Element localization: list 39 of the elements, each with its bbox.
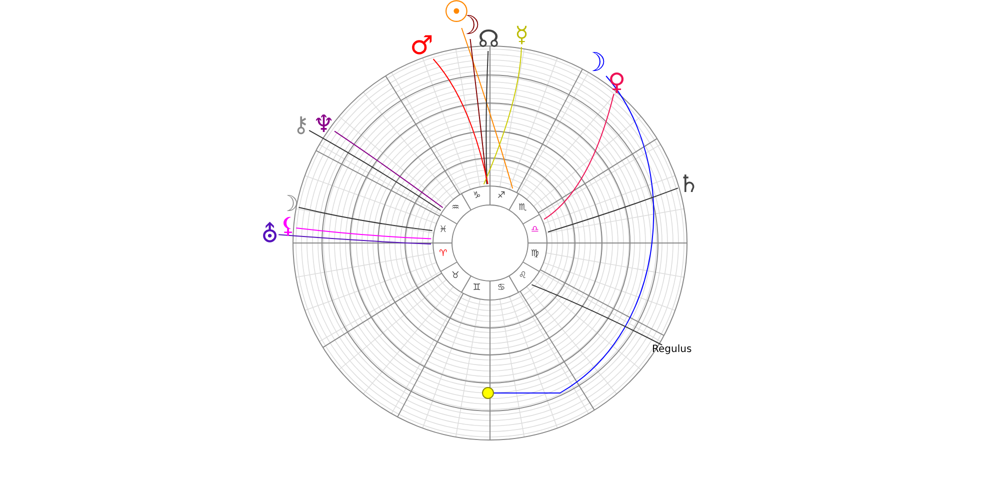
zodiac-sign: ♍ — [530, 250, 539, 260]
planet-symbol: ♆ — [313, 112, 335, 136]
star-label: Regulus — [652, 345, 692, 355]
planet-symbol: ⛢ — [261, 222, 279, 246]
zodiac-sign: ♒ — [451, 204, 460, 214]
zodiac-sign: ♊ — [472, 284, 481, 293]
planet-symbol: ☽ — [279, 194, 299, 216]
leader-line — [432, 58, 488, 185]
zodiac-sign: ♉ — [451, 272, 460, 281]
sun-marker — [482, 387, 494, 399]
zodiac-sign: ♓ — [439, 226, 448, 235]
zodiac-sign: ♋ — [497, 284, 506, 293]
leader-line — [544, 94, 614, 220]
planet-symbol: ♀ — [608, 70, 626, 94]
zodiac-sign: ♌ — [518, 272, 527, 281]
planet-symbol: ♂ — [410, 33, 434, 59]
zodiac-sign: ♐ — [497, 192, 506, 202]
leader-line — [531, 284, 663, 346]
connector-line — [494, 76, 654, 394]
leader-line — [278, 234, 432, 245]
leader-line — [483, 46, 522, 185]
leader-line — [296, 227, 432, 240]
leader-line — [308, 130, 442, 211]
leader-line — [470, 38, 488, 185]
zodiac-sign: ♈ — [439, 250, 448, 260]
zodiac-sign: ♎ — [530, 226, 539, 235]
planet-symbol: ⚷ — [293, 115, 310, 137]
planet-symbol: ♄ — [678, 172, 700, 196]
leader-line — [547, 188, 678, 232]
leader-line — [486, 50, 489, 185]
planet-symbol: ☊ — [478, 27, 500, 51]
leader-line — [461, 28, 514, 189]
leader-line — [298, 206, 433, 232]
leader-line — [334, 130, 444, 208]
zodiac-sign: ♏ — [518, 204, 527, 214]
planet-symbol: ☿ — [515, 25, 529, 47]
zodiac-sign: ♑ — [472, 192, 481, 202]
planet-symbol: ☽ — [583, 50, 606, 76]
planet-symbol: ⚸ — [280, 216, 296, 238]
